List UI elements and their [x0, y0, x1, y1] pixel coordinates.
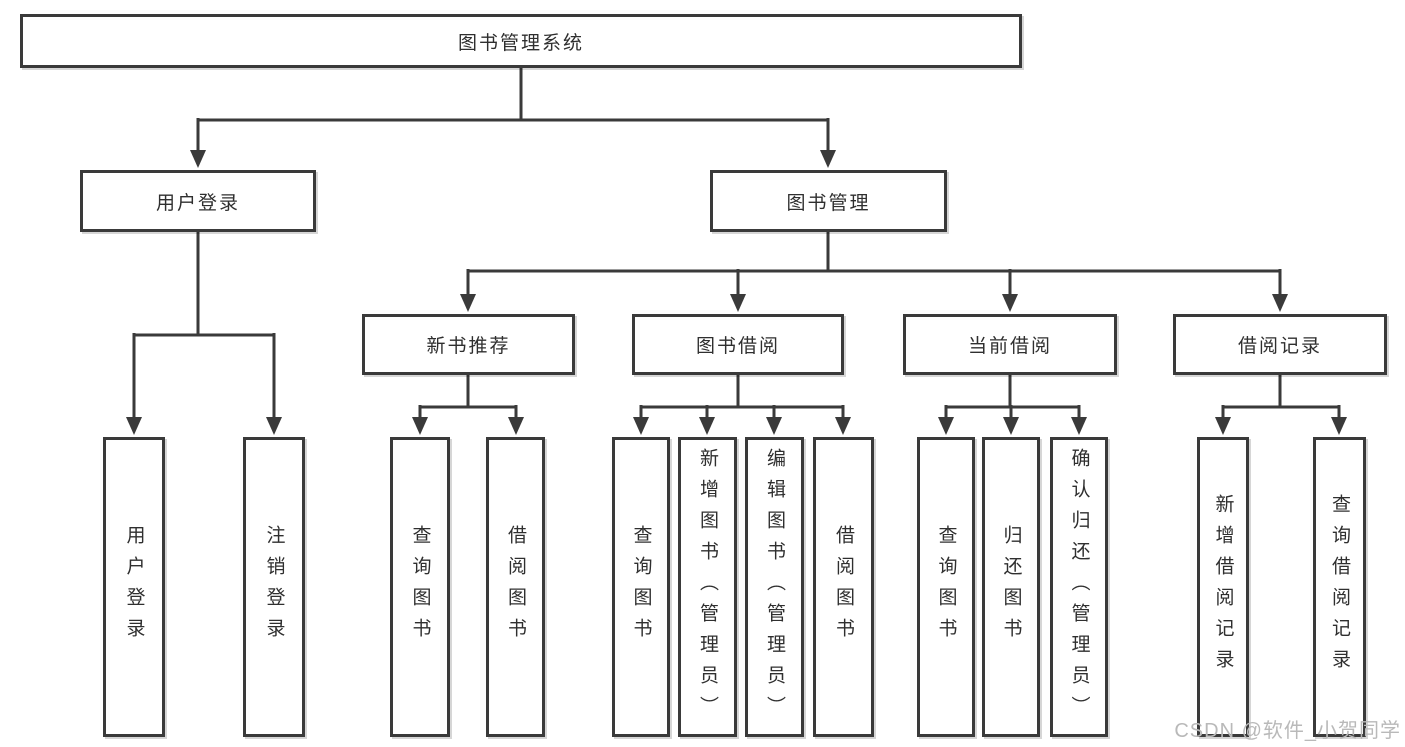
connector-borrow-records-children	[1215, 375, 1347, 435]
node-new-books-label: 新书推荐	[426, 336, 511, 357]
node-current-borrow-label: 当前借阅	[967, 336, 1052, 357]
node-borrow-records-label: 借阅记录	[1237, 336, 1322, 357]
node-leaf-user-login: 用户登录	[103, 437, 165, 737]
node-leaf-newbooks-borrow: 借阅图书	[486, 437, 545, 737]
node-leaf-current-query: 查询图书	[917, 437, 975, 737]
node-leaf-records-query: 查询借阅记录	[1313, 437, 1366, 737]
node-leaf-current-return: 归还图书	[982, 437, 1040, 737]
node-leaf-borrow-add: 新增图书（管理员）	[678, 437, 737, 737]
node-leaf-records-query-label: 查询借阅记录	[1329, 494, 1350, 680]
arrowhead-icon	[508, 417, 524, 435]
arrowhead-icon	[820, 150, 836, 168]
connector-book-borrow-children	[633, 375, 851, 435]
arrowhead-icon	[766, 417, 782, 435]
connector-new-books-children	[412, 375, 524, 435]
arrowhead-icon	[1002, 294, 1018, 312]
node-book-borrow-label: 图书借阅	[695, 336, 780, 357]
arrowhead-icon	[126, 417, 142, 435]
arrowhead-icon	[460, 294, 476, 312]
arrowhead-icon	[938, 417, 954, 435]
node-book-mgmt-label: 图书管理	[786, 192, 871, 214]
arrowhead-icon	[633, 417, 649, 435]
arrowhead-icon	[412, 417, 428, 435]
node-leaf-records-add: 新增借阅记录	[1197, 437, 1249, 737]
node-leaf-borrow-edit: 编辑图书（管理员）	[745, 437, 804, 737]
arrowhead-icon	[190, 150, 206, 168]
node-leaf-borrow-query: 查询图书	[612, 437, 670, 737]
node-leaf-newbooks-borrow-label: 借阅图书	[505, 525, 526, 649]
connector-current-borrow-children	[938, 375, 1087, 435]
node-user-login: 用户登录	[80, 170, 316, 232]
node-leaf-borrow-borrow: 借阅图书	[813, 437, 874, 737]
node-root-label: 图书管理系统	[457, 32, 584, 54]
node-leaf-logout-login-label: 注销登录	[263, 525, 285, 649]
node-leaf-user-login-label: 用户登录	[123, 525, 145, 649]
node-leaf-records-add-label: 新增借阅记录	[1212, 494, 1234, 680]
node-root: 图书管理系统	[20, 14, 1022, 68]
connector-user-login-children	[126, 232, 282, 435]
node-book-mgmt: 图书管理	[710, 170, 947, 232]
arrowhead-icon	[730, 294, 746, 312]
node-current-borrow: 当前借阅	[903, 314, 1117, 375]
connector-book-mgmt-children	[460, 232, 1288, 312]
arrowhead-icon	[1003, 417, 1019, 435]
arrowhead-icon	[1215, 417, 1231, 435]
node-leaf-newbooks-query: 查询图书	[390, 437, 450, 737]
node-leaf-borrow-query-label: 查询图书	[630, 525, 652, 649]
node-leaf-borrow-add-label: 新增图书（管理员）	[697, 447, 718, 727]
connector-root-children	[190, 67, 836, 168]
node-leaf-current-confirm-label: 确认归还（管理员）	[1068, 447, 1090, 727]
node-leaf-borrow-edit-label: 编辑图书（管理员）	[764, 447, 785, 727]
csdn-watermark: CSDN @软件_小贺同学	[1174, 720, 1401, 742]
arrowhead-icon	[1272, 294, 1288, 312]
node-borrow-records: 借阅记录	[1173, 314, 1387, 375]
node-leaf-current-confirm: 确认归还（管理员）	[1050, 437, 1108, 737]
arrowhead-icon	[699, 417, 715, 435]
arrowhead-icon	[1331, 417, 1347, 435]
node-new-books: 新书推荐	[362, 314, 575, 375]
arrowhead-icon	[266, 417, 282, 435]
arrowhead-icon	[835, 417, 851, 435]
arrowhead-icon	[1071, 417, 1087, 435]
node-leaf-logout-login: 注销登录	[243, 437, 305, 737]
node-user-login-label: 用户登录	[155, 192, 240, 214]
node-leaf-current-return-label: 归还图书	[1000, 525, 1022, 649]
node-book-borrow: 图书借阅	[632, 314, 844, 375]
node-leaf-newbooks-query-label: 查询图书	[409, 525, 431, 649]
node-leaf-borrow-borrow-label: 借阅图书	[833, 525, 854, 649]
node-leaf-current-query-label: 查询图书	[935, 525, 957, 649]
